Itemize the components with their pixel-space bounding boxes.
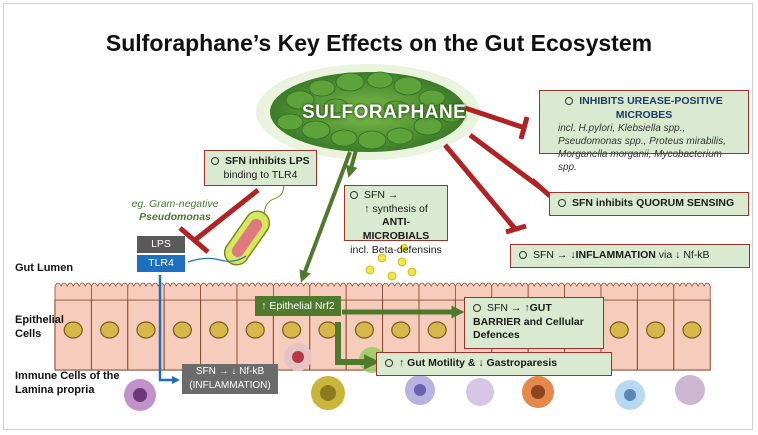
urease-inhibition-box: INHIBITS UREASE-POSITIVE MICROBES incl. … (539, 90, 749, 173)
microvilli (491, 282, 529, 301)
cell-nucleus (245, 321, 265, 339)
inhibition-arrows (178, 105, 552, 254)
diagram-title: Sulforaphane’s Key Effects on the Gut Ec… (105, 30, 653, 56)
diagram-frame (3, 3, 753, 430)
bullet-icon (519, 251, 527, 260)
microvilli (673, 282, 711, 301)
microvilli (382, 282, 420, 301)
pseudomonas-bacterium-icon (223, 185, 285, 266)
nfkb-inflammation-tag: SFN → ↓ Nf-kB (INFLAMMATION) (182, 364, 278, 394)
cell-nucleus (427, 321, 447, 339)
broccoli-sprouts-image (256, 64, 480, 160)
cell-nucleus (136, 321, 156, 339)
quorum-sensing-box: SFN inhibits QUORUM SENSING (549, 192, 749, 216)
bullet-icon (565, 97, 574, 106)
cell-nucleus (99, 321, 120, 339)
microvilli (455, 282, 493, 301)
sulforaphane-label: SULFORAPHANE (302, 102, 467, 123)
tlr4-tag: TLR4 (137, 255, 185, 272)
microvilli (637, 282, 675, 301)
epithelial-cells-label: Epithelial Cells (15, 314, 64, 340)
gut-barrier-box: SFN → ↑GUT BARRIER and Cellular Defences (464, 297, 604, 349)
bullet-icon (473, 304, 481, 313)
cell-nucleus (354, 321, 374, 339)
nrf2-tag: ↑ Epithelial Nrf2 (255, 296, 341, 316)
microvilli (200, 282, 238, 301)
immune-cells-label: Immune Cells of the Lamina propria (15, 370, 120, 396)
microvilli (564, 282, 602, 301)
microvilli (345, 282, 383, 301)
microvilli (418, 282, 456, 301)
cell-nucleus (282, 321, 302, 339)
bullet-icon (211, 157, 219, 166)
immune-cells (124, 343, 705, 411)
microvilli (527, 282, 565, 301)
activation-arrows (299, 149, 465, 370)
gut-motility-box: ↑ Gut Motility & ↓ Gastroparesis (376, 352, 612, 376)
bullet-icon (350, 191, 358, 200)
cell-nucleus (318, 321, 338, 339)
microvilli (600, 282, 638, 301)
antimicrobial-peptides-icon (365, 244, 417, 281)
cell-nucleus (63, 321, 83, 339)
pathogen-label: eg. Gram-negative Pseudomonas (131, 198, 219, 224)
epithelial-cell (673, 299, 711, 371)
cell-nucleus (682, 321, 702, 339)
bullet-icon (558, 199, 566, 208)
gut-lumen-label: Gut Lumen (15, 262, 74, 274)
microvilli (127, 282, 165, 301)
microvilli (273, 282, 311, 301)
lps-inhibition-box: SFN inhibits LPS binding to TLR4 (204, 150, 317, 186)
lps-wavy-line (187, 255, 247, 263)
antimicrobial-box: SFN → ↑ synthesis of ANTI-MICROBIALS inc… (344, 185, 448, 256)
bullet-icon (385, 359, 393, 368)
microvilli (54, 282, 92, 301)
microvilli (163, 282, 201, 301)
cell-nucleus (645, 321, 666, 339)
lps-tag: LPS (137, 236, 185, 253)
cell-nucleus (172, 321, 192, 339)
tlr4-signaling-arrow (158, 275, 181, 385)
microvilli (236, 282, 274, 301)
cell-nucleus (609, 321, 629, 339)
microvilli (91, 282, 129, 301)
microvilli (309, 282, 347, 301)
cell-nucleus (391, 321, 411, 339)
inflammation-box: SFN → ↓INFLAMMATION via ↓ Nf-kB (510, 244, 750, 268)
cell-nucleus (209, 321, 229, 339)
